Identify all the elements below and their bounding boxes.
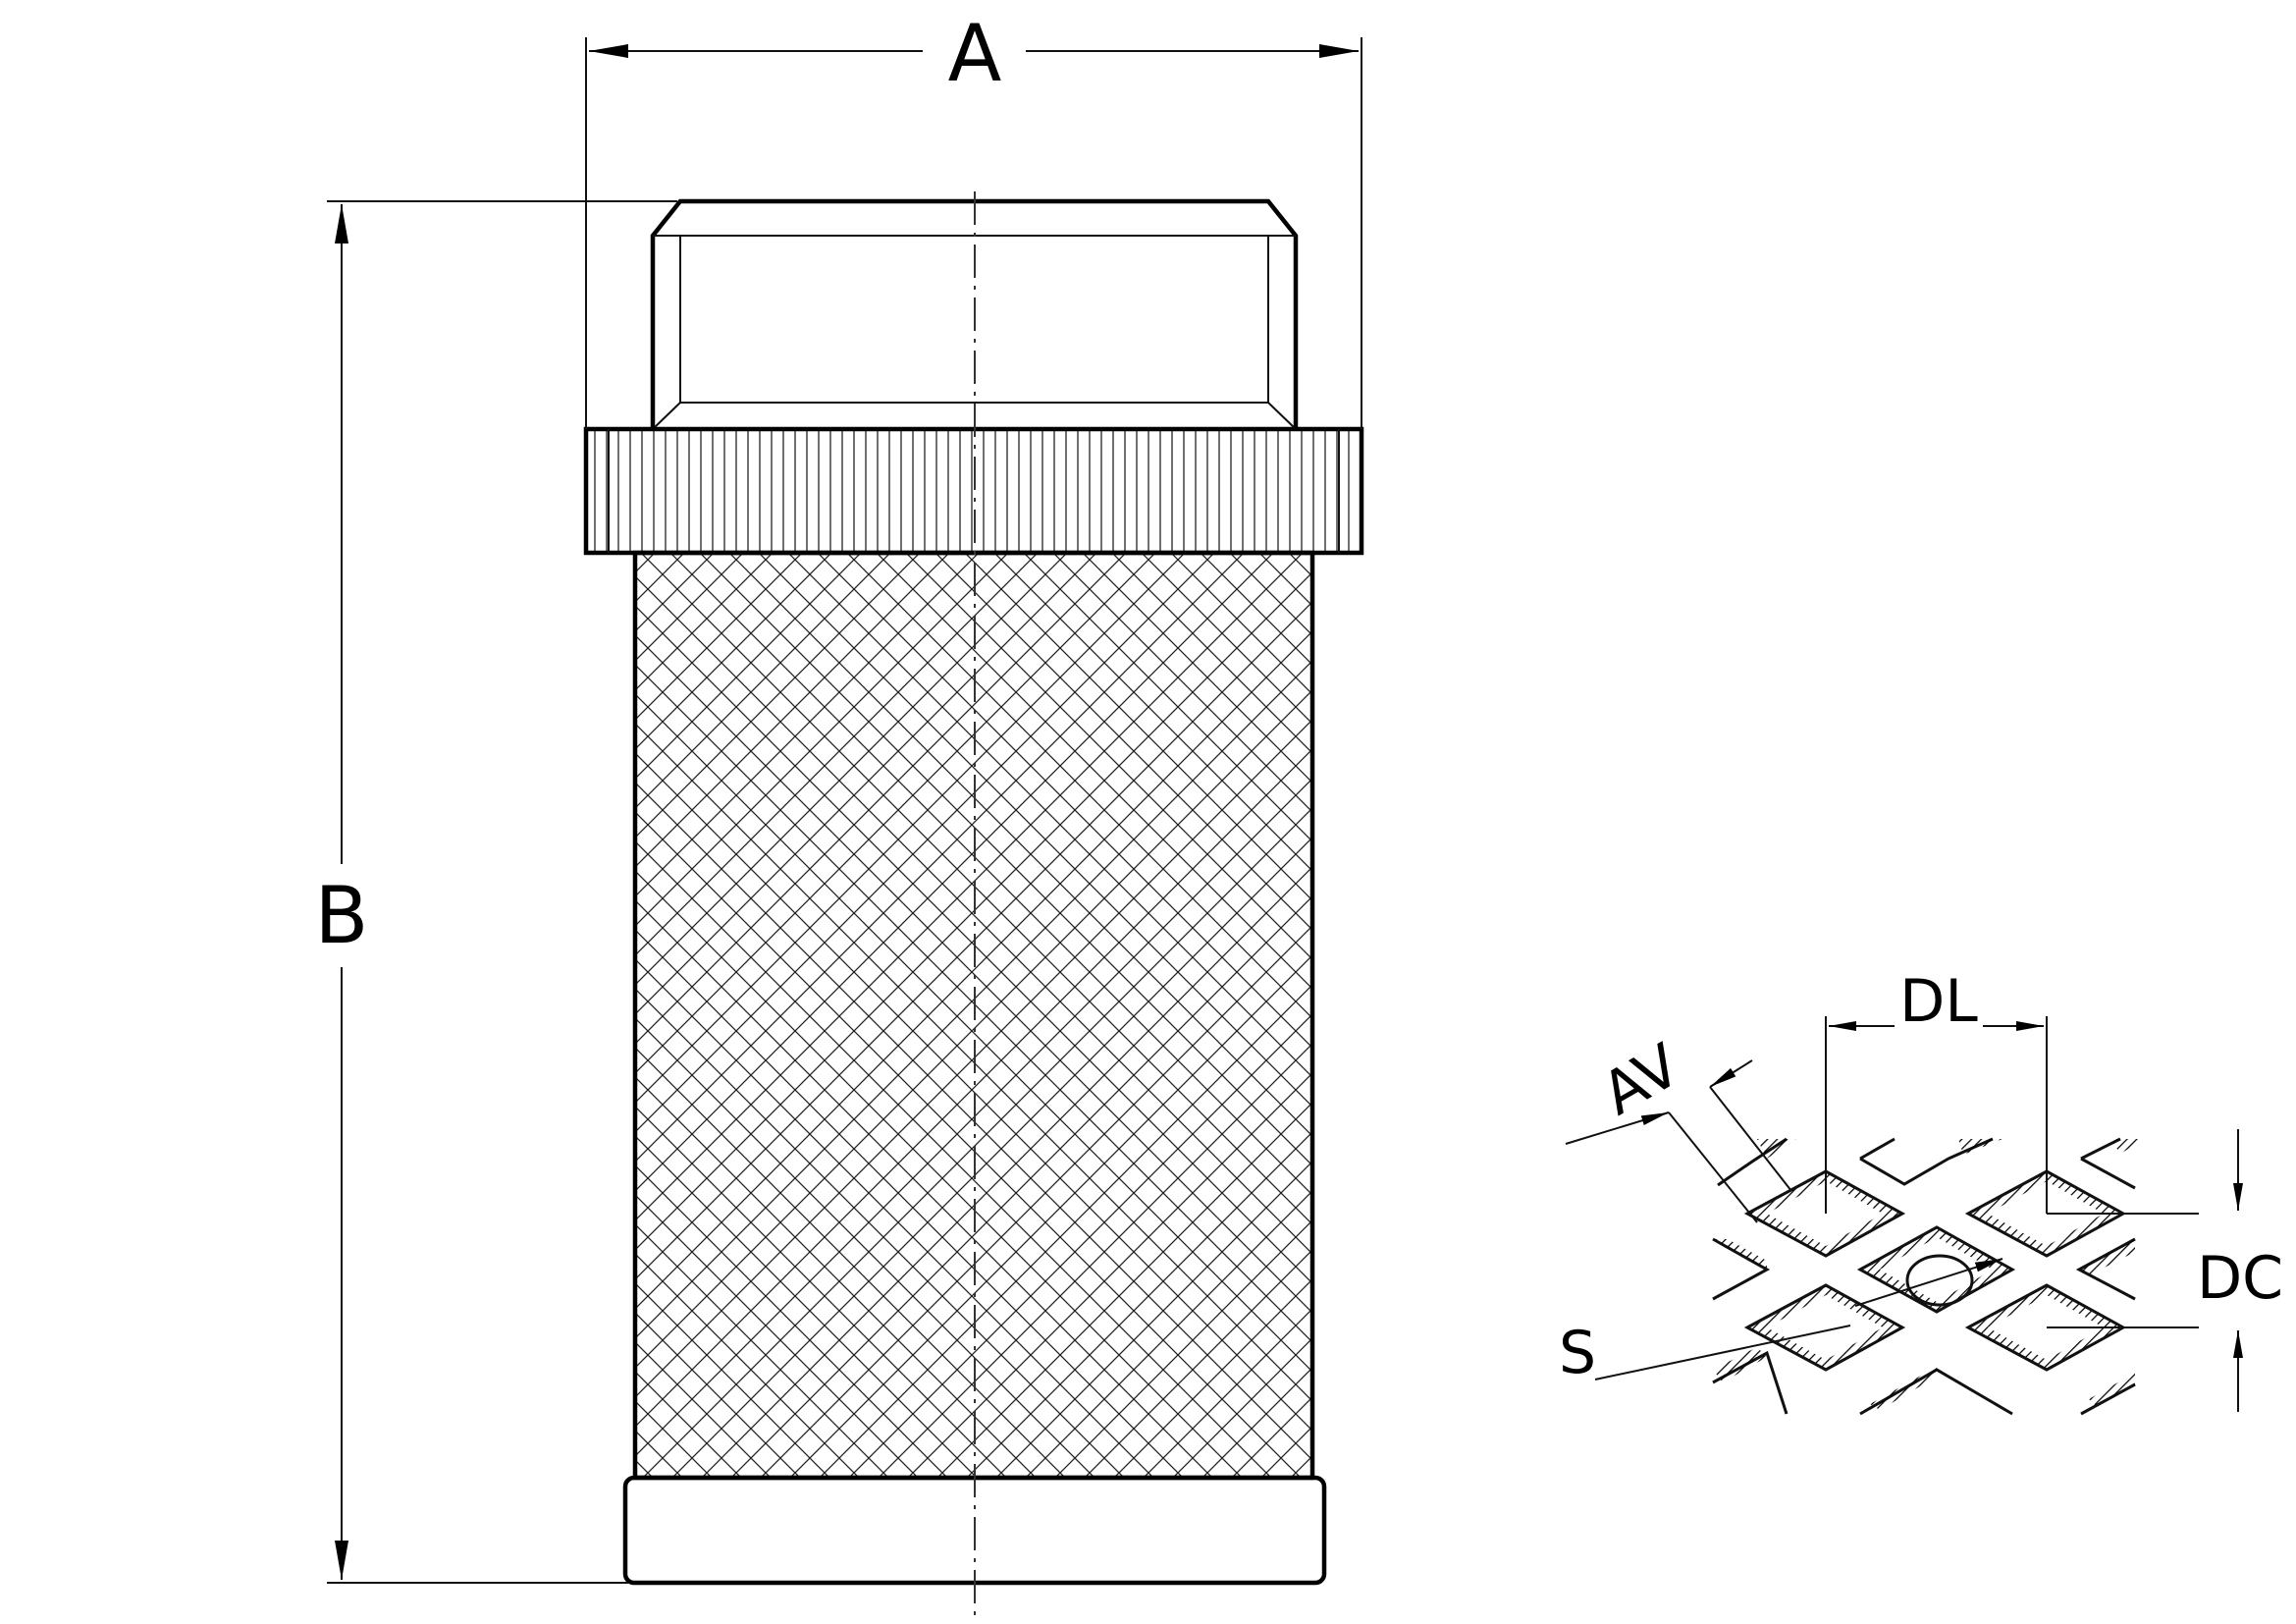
dimension-dc: DC bbox=[2047, 1129, 2283, 1412]
dimension-dl-label: DL bbox=[1899, 967, 1978, 1036]
dimension-b-label: B bbox=[315, 870, 369, 961]
dimension-a-label: A bbox=[948, 8, 1002, 99]
dimension-av: AV bbox=[1565, 1031, 1792, 1223]
dimension-dc-label: DC bbox=[2197, 1244, 2283, 1313]
dimension-dl: DL bbox=[1825, 967, 2048, 1214]
mesh-detail: DL DC AV S bbox=[1559, 967, 2283, 1416]
mesh-partial-strands bbox=[1712, 1137, 2145, 1416]
dimension-a: A bbox=[585, 8, 1362, 429]
dimension-s-label: S bbox=[1559, 1319, 1596, 1387]
dimension-s: S bbox=[1559, 1258, 2003, 1387]
mesh-diamond bbox=[1743, 1283, 1906, 1372]
mesh-opening-circle bbox=[1905, 1254, 1974, 1307]
dimension-av-label: AV bbox=[1591, 1031, 1692, 1129]
dimension-b: B bbox=[315, 200, 677, 1584]
mesh-diamond bbox=[1856, 1225, 2016, 1314]
strainer-view bbox=[583, 191, 1364, 1620]
